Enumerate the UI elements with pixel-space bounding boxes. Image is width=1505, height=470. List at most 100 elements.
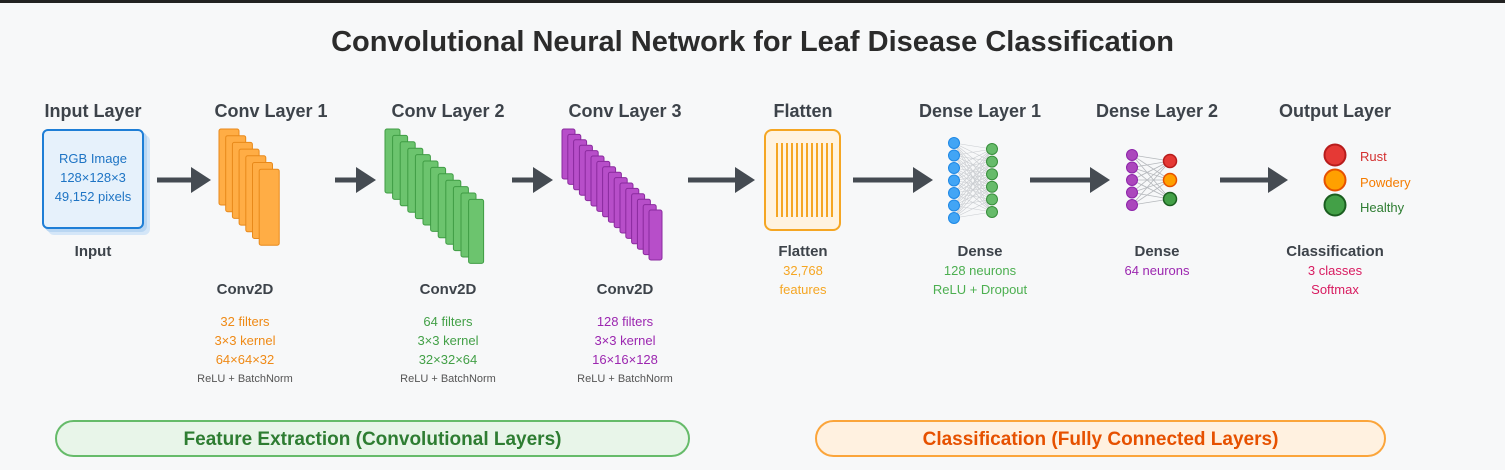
dense1-output-neuron: [986, 180, 998, 193]
conv2-label: Conv2D: [419, 281, 477, 298]
dense1-connection: [953, 148, 993, 169]
flatten-stripe: [826, 143, 828, 217]
flatten-stripe: [821, 143, 823, 217]
dense2-connection: [1131, 154, 1171, 181]
flatten-stripe: [816, 143, 818, 217]
output-details: 3 classes Softmax: [1245, 261, 1425, 299]
input-box-line: RGB Image: [59, 151, 127, 166]
dense1-connection: [953, 174, 993, 219]
conv1-details: 32 filters 3×3 kernel 64×64×32: [155, 312, 335, 369]
flatten-stripe: [806, 143, 808, 217]
dense1-input-neuron: [948, 187, 960, 199]
flatten-header: Flatten: [773, 101, 833, 121]
conv3-activation: ReLU + BatchNorm: [577, 373, 673, 385]
flatten-stripe: [791, 143, 793, 217]
flow-arrowhead: [735, 167, 755, 193]
conv1-label: Conv2D: [216, 281, 274, 298]
dense2-output-neuron: [1162, 191, 1178, 207]
dense1-output-neuron: [986, 193, 998, 206]
dense2-connection: [1131, 160, 1171, 193]
input-layer-header: Input Layer: [44, 101, 142, 121]
conv2-header: Conv Layer 2: [391, 101, 505, 121]
input-box-line: 128×128×3: [60, 170, 126, 185]
dense1-input-neuron: [948, 137, 960, 149]
conv2-activation: ReLU + BatchNorm: [400, 373, 496, 385]
dense1-header: Dense Layer 1: [918, 101, 1042, 121]
dense1-input-neuron: [948, 149, 960, 162]
class-label-healthy: Healthy: [1360, 200, 1405, 215]
conv2-kernel: 3×3 kernel: [417, 333, 479, 348]
conv1-shape: 64×64×32: [215, 352, 275, 367]
dense2-input-neuron: [1126, 161, 1138, 174]
conv3-label: Conv2D: [596, 281, 654, 298]
dense2-output-neuron: [1162, 153, 1178, 169]
flatten-details: 32,768 features: [713, 261, 893, 299]
dense2-input-neuron: [1126, 199, 1138, 211]
flatten-label: Flatten: [778, 243, 828, 260]
dense2-output-neuron: [1162, 172, 1178, 188]
dense1-activation: ReLU + Dropout: [932, 282, 1028, 297]
dense2-details: 64 neurons: [1067, 261, 1247, 280]
output-activation: Softmax: [1311, 282, 1359, 297]
dense1-connection: [953, 161, 993, 219]
dense1-connection: [953, 148, 993, 206]
conv2-filters: 64 filters: [423, 314, 473, 329]
dense2-input-neuron: [1126, 174, 1138, 186]
dense1-connection: [953, 199, 993, 219]
dense1-label: Dense: [957, 243, 1003, 260]
dense1-connection: [953, 148, 993, 194]
healthy-class-icon: [1323, 193, 1347, 217]
conv2-feature-map: [468, 198, 485, 264]
flatten-stripe: [831, 143, 833, 217]
class-label-powdery: Powdery: [1360, 175, 1411, 190]
conv1-activation: ReLU + BatchNorm: [197, 373, 293, 385]
dense1-connection: [953, 211, 993, 219]
output-label: Classification: [1286, 243, 1384, 260]
dense2-label: Dense: [1134, 243, 1180, 260]
output-layer-header: Output Layer: [1278, 101, 1391, 121]
diagram-title: Convolutional Neural Network for Leaf Di…: [331, 26, 1174, 58]
dense1-input-neuron: [948, 162, 960, 174]
input-box-line: 49,152 pixels: [54, 189, 132, 204]
conv3-feature-map: [648, 209, 663, 261]
flatten-stripe: [781, 143, 783, 217]
flow-arrowhead: [533, 167, 553, 193]
conv1-filters: 32 filters: [220, 314, 270, 329]
dense1-input-neuron: [948, 174, 960, 187]
dense1-connection: [953, 186, 993, 219]
conv3-details: 128 filters 3×3 kernel 16×16×128: [535, 312, 715, 369]
flow-arrowhead: [1268, 167, 1288, 193]
dense1-details: 128 neurons ReLU + Dropout: [890, 261, 1070, 299]
rust-class-icon: [1323, 143, 1347, 167]
flatten-stripe: [776, 143, 778, 217]
class-label-rust: Rust: [1360, 149, 1387, 164]
flow-arrowhead: [356, 167, 376, 193]
dense1-connection: [953, 148, 993, 181]
dense1-connection: [953, 148, 993, 156]
flatten-stripe: [811, 143, 813, 217]
dense2-header: Dense Layer 2: [1095, 101, 1219, 121]
conv3-kernel: 3×3 kernel: [594, 333, 656, 348]
flatten-stripe: [786, 143, 788, 217]
conv1-header: Conv Layer 1: [214, 101, 328, 121]
dense2-input-neuron: [1126, 186, 1138, 199]
flatten-unit: features: [779, 282, 827, 297]
flow-arrowhead: [1090, 167, 1110, 193]
input-image-box: RGB Image 128×128×3 49,152 pixels: [42, 129, 144, 229]
feature-extraction-band: Feature Extraction (Convolutional Layers…: [55, 420, 690, 457]
output-classes-count: 3 classes: [1307, 263, 1363, 278]
conv3-shape: 16×16×128: [592, 352, 658, 367]
dense1-connection: [953, 142, 993, 150]
conv3-header: Conv Layer 3: [568, 101, 682, 121]
flatten-count: 32,768: [783, 263, 823, 278]
powdery-class-icon: [1323, 168, 1347, 192]
dense1-input-neuron: [948, 212, 960, 224]
top-border: [0, 0, 1505, 3]
dense2-connection: [1131, 179, 1171, 206]
conv3-filters: 128 filters: [596, 314, 654, 329]
dense1-output-neuron: [986, 206, 998, 218]
flow-arrowhead: [913, 167, 933, 193]
flow-arrowhead: [191, 167, 211, 193]
dense1-connection: [953, 148, 993, 219]
